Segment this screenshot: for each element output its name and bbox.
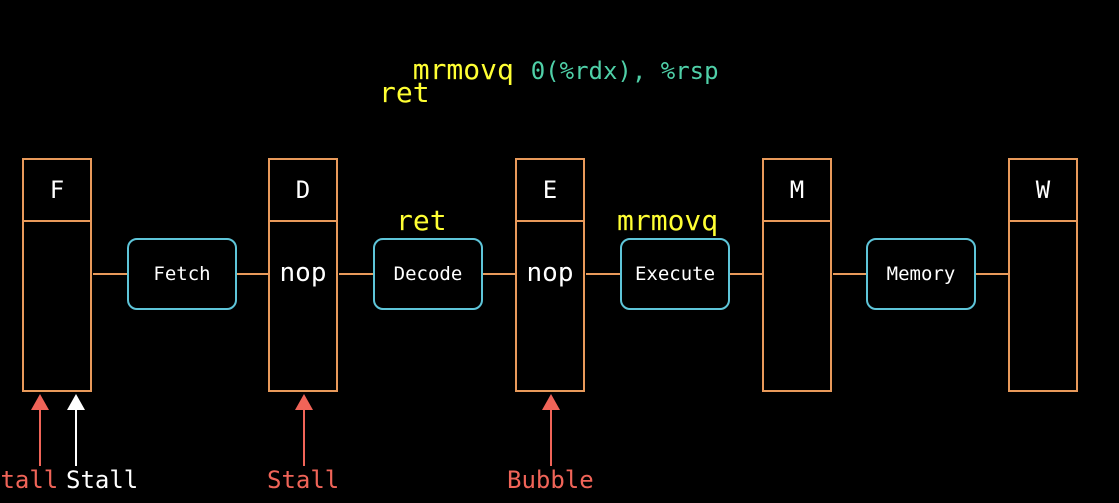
wire-memory-w xyxy=(975,273,1009,275)
register-f: F xyxy=(22,158,92,392)
wire-f-fetch xyxy=(93,273,128,275)
wire-decode-e xyxy=(482,273,516,275)
instruction-mrmovq: mrmovq xyxy=(412,53,514,86)
d-stall-arrow-icon xyxy=(295,394,313,466)
wire-execute-m xyxy=(728,273,762,275)
register-d: D nop xyxy=(268,158,338,392)
f-stall-white-arrow-icon xyxy=(67,394,85,466)
code-line-1: mrmovq 0(%rdx), %rsp xyxy=(379,20,719,86)
stage-memory: Memory xyxy=(866,238,976,310)
register-e: E nop xyxy=(515,158,585,392)
wire-m-memory xyxy=(833,273,868,275)
register-m-label: M xyxy=(764,160,830,222)
instruction-ret: ret xyxy=(379,76,430,109)
register-m: M xyxy=(762,158,832,392)
instruction-operands: 0(%rdx), %rsp xyxy=(530,57,719,85)
register-m-content xyxy=(764,222,830,258)
wire-d-decode xyxy=(339,273,375,275)
f-stall-red-label: Stall xyxy=(0,466,59,494)
register-w: W xyxy=(1008,158,1078,392)
e-bubble-label: Bubble xyxy=(507,466,594,494)
register-f-label: F xyxy=(24,160,90,222)
register-e-label: E xyxy=(517,160,583,222)
register-w-content xyxy=(1010,222,1076,258)
register-e-content: nop xyxy=(526,258,574,288)
f-stall-white-label: Stall xyxy=(66,466,139,494)
wire-e-execute xyxy=(586,273,621,275)
register-f-content xyxy=(24,222,90,258)
register-d-label: D xyxy=(270,160,336,222)
wire-fetch-d xyxy=(236,273,269,275)
stage-execute: Execute xyxy=(620,238,730,310)
register-d-content: nop xyxy=(279,258,327,288)
stage-decode: Decode xyxy=(373,238,483,310)
f-stall-red-arrow-icon xyxy=(31,394,49,466)
inflight-execute-mrmovq: mrmovq xyxy=(617,204,719,237)
e-bubble-arrow-icon xyxy=(542,394,560,466)
d-stall-label: Stall xyxy=(267,466,340,494)
inflight-decode-ret: ret xyxy=(396,204,447,237)
stage-fetch: Fetch xyxy=(127,238,237,310)
register-w-label: W xyxy=(1010,160,1076,222)
